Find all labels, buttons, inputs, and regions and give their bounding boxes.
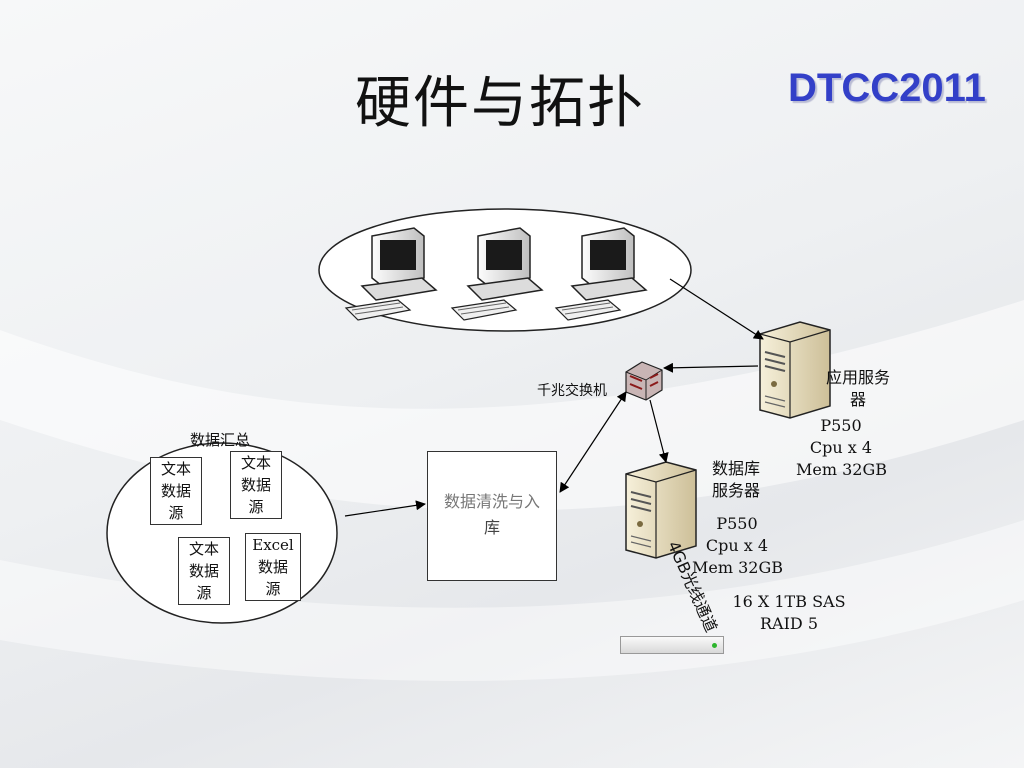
app-server-cpu: Cpu x 4 <box>809 438 873 457</box>
source-4-line1: Excel <box>252 536 294 554</box>
data-source-box-3: 文本 数据 源 <box>178 537 230 605</box>
storage-raid: RAID 5 <box>759 614 818 633</box>
source-1-line2: 数据 <box>160 482 191 500</box>
db-server-name-line1: 数据库 <box>712 459 761 478</box>
aggregation-title: 数据汇总 <box>190 431 251 449</box>
db-server-spec: P550 Cpu x 4 Mem 32GB <box>692 513 784 579</box>
db-server-name-line2: 服务器 <box>712 481 761 500</box>
app-server-icon <box>759 321 831 419</box>
storage-led-icon <box>712 643 717 648</box>
link-aggregation-to-cleaning <box>344 500 426 517</box>
app-server-name: 应用服务 器 <box>826 367 890 411</box>
db-server-cpu: Cpu x 4 <box>705 536 769 555</box>
cleaning-line2: 库 <box>483 518 500 537</box>
page-title: 硬件与拓扑 <box>355 71 645 136</box>
db-server-model: P550 <box>716 514 758 533</box>
storage-array-icon <box>620 636 724 654</box>
app-server-name-line2: 器 <box>850 390 867 409</box>
brand-logo: DTCC2011 <box>788 66 986 110</box>
source-4-line3: 源 <box>265 580 281 598</box>
data-source-box-excel: Excel 数据 源 <box>245 533 301 601</box>
source-4-line2: 数据 <box>257 558 288 576</box>
app-server-model: P550 <box>820 416 862 435</box>
switch-label: 千兆交换机 <box>537 383 607 399</box>
storage-spec: 16 X 1TB SAS RAID 5 <box>730 591 848 635</box>
source-1-line1: 文本 <box>160 460 191 478</box>
link-switch-to-db-server <box>649 399 669 463</box>
data-source-box-1: 文本 数据 源 <box>150 457 202 525</box>
source-3-line2: 数据 <box>188 562 219 580</box>
data-source-box-2: 文本 数据 源 <box>230 451 282 519</box>
app-server-name-line1: 应用服务 <box>826 368 891 387</box>
cleaning-line1: 数据清洗与入 <box>443 492 540 511</box>
source-2-line3: 源 <box>248 498 264 516</box>
source-2-line1: 文本 <box>240 454 271 472</box>
data-cleaning-box: 数据清洗与入 库 <box>427 451 557 581</box>
link-cleaning-to-switch <box>559 391 627 493</box>
db-server-name: 数据库 服务器 <box>712 458 760 502</box>
source-3-line1: 文本 <box>188 540 219 558</box>
app-server-spec: P550 Cpu x 4 Mem 32GB <box>796 415 888 481</box>
source-2-line2: 数据 <box>240 476 271 494</box>
source-1-line3: 源 <box>168 504 184 522</box>
link-app-server-to-switch <box>663 362 759 373</box>
db-server-mem: Mem 32GB <box>692 558 784 577</box>
storage-disks: 16 X 1TB SAS <box>732 592 846 611</box>
app-server-mem: Mem 32GB <box>796 460 888 479</box>
link-clients-to-app-server <box>669 278 764 340</box>
gigabit-switch-icon <box>625 361 663 401</box>
source-3-line3: 源 <box>196 584 212 602</box>
